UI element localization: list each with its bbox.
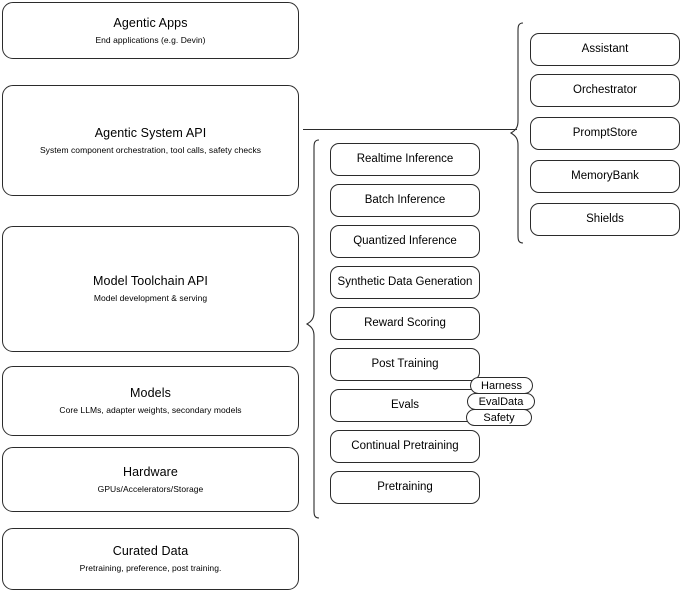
layer-subtitle: End applications (e.g. Devin) xyxy=(95,34,206,45)
brace-system-components xyxy=(509,22,524,244)
system-component-orchestrator[interactable]: Orchestrator xyxy=(530,74,680,107)
system-component-label: Assistant xyxy=(581,43,629,56)
system-component-shields[interactable]: Shields xyxy=(530,203,680,236)
layer-title: Agentic System API xyxy=(94,125,207,140)
system-component-label: Orchestrator xyxy=(573,84,637,97)
layer-subtitle: Model development & serving xyxy=(93,293,208,303)
eval-badge-label: Harness xyxy=(481,379,522,392)
layer-subtitle: GPUs/Accelerators/Storage xyxy=(97,483,204,494)
eval-badge-safety[interactable]: Safety xyxy=(466,409,532,426)
layer-title: Curated Data xyxy=(112,544,189,559)
layer-title: Model Toolchain API xyxy=(93,274,208,289)
system-component-label: MemoryBank xyxy=(571,170,639,183)
connector-line-system-api xyxy=(303,129,517,130)
toolchain-item-post-training[interactable]: Post Training xyxy=(330,348,480,381)
layer-subtitle: System component orchestration, tool cal… xyxy=(39,144,262,155)
toolchain-item-label: Realtime Inference xyxy=(356,153,454,166)
layer-title: Agentic Apps xyxy=(113,15,188,30)
eval-badge-label: Safety xyxy=(483,411,515,424)
eval-badge-harness[interactable]: Harness xyxy=(470,377,533,394)
layer-box-hardware[interactable]: Hardware GPUs/Accelerators/Storage xyxy=(2,447,299,512)
toolchain-item-batch-inference[interactable]: Batch Inference xyxy=(330,184,480,217)
layer-box-model-toolchain-api[interactable]: Model Toolchain API Model development & … xyxy=(2,226,299,352)
toolchain-item-quantized-inference[interactable]: Quantized Inference xyxy=(330,225,480,258)
toolchain-item-label: Continual Pretraining xyxy=(351,440,459,453)
toolchain-item-realtime-inference[interactable]: Realtime Inference xyxy=(330,143,480,176)
system-component-promptstore[interactable]: PromptStore xyxy=(530,117,680,150)
system-component-label: PromptStore xyxy=(572,127,638,140)
toolchain-item-label: Synthetic Data Generation xyxy=(337,276,473,289)
toolchain-item-label: Evals xyxy=(390,399,420,412)
toolchain-item-label: Quantized Inference xyxy=(353,235,457,248)
toolchain-item-synthetic-data-generation[interactable]: Synthetic Data Generation xyxy=(330,266,480,299)
layer-box-agentic-apps[interactable]: Agentic Apps End applications (e.g. Devi… xyxy=(2,2,299,59)
brace-toolchain-items xyxy=(305,139,320,519)
layer-subtitle: Core LLMs, adapter weights, secondary mo… xyxy=(59,405,242,415)
toolchain-item-reward-scoring[interactable]: Reward Scoring xyxy=(330,307,480,340)
layer-title: Hardware xyxy=(123,464,178,479)
system-component-label: Shields xyxy=(586,213,624,226)
eval-badge-label: EvalData xyxy=(478,395,524,408)
eval-badge-evaldata[interactable]: EvalData xyxy=(467,393,535,410)
system-component-memorybank[interactable]: MemoryBank xyxy=(530,160,680,193)
layer-title: Models xyxy=(130,386,171,401)
toolchain-item-continual-pretraining[interactable]: Continual Pretraining xyxy=(330,430,480,463)
system-component-assistant[interactable]: Assistant xyxy=(530,33,680,66)
toolchain-item-label: Pretraining xyxy=(377,481,433,494)
layer-subtitle: Pretraining, preference, post training. xyxy=(79,563,222,573)
layer-box-curated-data[interactable]: Curated Data Pretraining, preference, po… xyxy=(2,528,299,590)
toolchain-item-evals[interactable]: Evals xyxy=(330,389,480,422)
toolchain-item-label: Reward Scoring xyxy=(364,317,446,330)
layer-box-agentic-system-api[interactable]: Agentic System API System component orch… xyxy=(2,85,299,196)
toolchain-item-label: Batch Inference xyxy=(364,194,446,207)
toolchain-item-pretraining[interactable]: Pretraining xyxy=(330,471,480,504)
layer-box-models[interactable]: Models Core LLMs, adapter weights, secon… xyxy=(2,366,299,436)
toolchain-item-label: Post Training xyxy=(371,358,439,371)
